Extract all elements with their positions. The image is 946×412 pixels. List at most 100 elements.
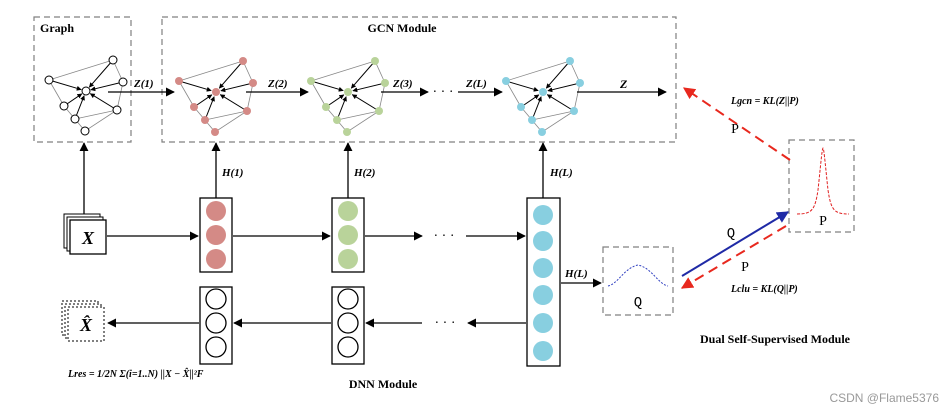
dnn-module-label: DNN Module	[349, 377, 418, 391]
encoder-2-neuron	[338, 249, 358, 269]
label-hL-side: H(L)	[564, 268, 588, 280]
ellipsis-encoder: · · ·	[434, 229, 455, 244]
graph-node	[190, 103, 198, 111]
gcn-graph-1	[175, 57, 257, 136]
x-hat-output-stack: X̂	[61, 300, 105, 342]
graph-edge	[531, 110, 575, 121]
label-q-box: Q	[634, 295, 642, 311]
encoder-1-neuron	[206, 225, 226, 245]
graph-edge	[505, 80, 522, 108]
input-graph	[44, 55, 128, 136]
graph-edge	[204, 110, 248, 121]
graph-edge	[505, 60, 571, 82]
p-to-gcn-arrow	[683, 87, 791, 161]
graph-edge	[178, 80, 195, 108]
graph-node	[502, 77, 510, 85]
graph-edge	[74, 109, 118, 120]
dual-module-label: Dual Self-Supervised Module	[700, 332, 851, 346]
graph-edge	[374, 60, 386, 84]
graph-arrow-edge	[220, 82, 254, 93]
graph-edge	[573, 82, 581, 112]
encoder-1-neuron	[206, 249, 226, 269]
x-input-stack: X	[63, 213, 107, 255]
graph-box	[33, 16, 132, 143]
graph-edge	[310, 80, 327, 108]
graph-edge	[336, 110, 380, 121]
graph-node	[528, 116, 536, 124]
q-distribution-curve	[607, 264, 669, 287]
graph-node	[344, 88, 352, 96]
graph-edge	[346, 110, 380, 133]
decoder-2-neuron	[337, 336, 359, 358]
p-distribution-curve	[796, 147, 850, 215]
graph-arrow-edge	[531, 96, 542, 121]
graph-edge	[214, 110, 248, 133]
graph-node	[81, 86, 91, 96]
label-z3: Z(3)	[392, 78, 413, 90]
graph-arrow-edge	[336, 96, 347, 121]
encoder-L-neuron	[533, 258, 553, 278]
graph-node	[80, 126, 90, 136]
graph-node	[175, 77, 183, 85]
graph-node	[307, 77, 315, 85]
ellipsis-gcn: · · ·	[433, 85, 454, 100]
graph-node	[212, 88, 220, 96]
graph-edge	[48, 79, 65, 107]
graph-node	[118, 77, 128, 87]
q-distribution-box	[602, 246, 674, 316]
graph-arrow-edge	[547, 82, 581, 93]
gcn-module-label: GCN Module	[368, 21, 438, 35]
graph-node	[211, 128, 219, 136]
graph-arrow-edge	[350, 60, 376, 89]
label-hL: H(L)	[549, 167, 573, 179]
p-to-q-arrow	[680, 225, 787, 289]
graph-label: Graph	[40, 21, 74, 35]
q-to-p-arrow	[681, 211, 790, 277]
label-z2: Z(2)	[267, 78, 288, 90]
graph-edge	[246, 82, 254, 112]
graph-arrow-edge	[48, 79, 82, 91]
encoder-L-neuron	[533, 285, 553, 305]
label-z1: Z(1)	[133, 78, 154, 90]
graph-edge	[116, 81, 124, 111]
encoder-1-neuron	[206, 201, 226, 221]
graph-edge	[48, 59, 114, 81]
decoder-1-neuron	[205, 312, 227, 334]
encoder-L-neuron	[533, 313, 553, 333]
p-distribution-box	[788, 139, 855, 233]
label-zL: Z(L)	[465, 78, 487, 90]
gcn-module-box	[161, 16, 677, 143]
decoder-2-neuron	[337, 288, 359, 310]
graph-arrow-edge	[89, 93, 118, 111]
graph-node	[517, 103, 525, 111]
encoder-2-neuron	[338, 225, 358, 245]
graph-node	[371, 57, 379, 65]
graph-node	[201, 116, 209, 124]
l-gcn-formula: Lgcn = KL(Z||P)	[730, 96, 799, 107]
dnn-neurons	[205, 201, 553, 361]
label-q-upper: Q	[727, 226, 735, 242]
graph-arrow-edge	[352, 82, 386, 93]
label-p-upper: P	[731, 122, 739, 137]
graph-node	[70, 114, 80, 124]
encoder-L-neuron	[533, 205, 553, 225]
graph-edge	[84, 109, 118, 132]
label-x: X	[81, 228, 95, 248]
graph-arrow-edge	[88, 59, 114, 88]
graph-node	[239, 57, 247, 65]
label-x-hat: X̂	[79, 315, 93, 335]
graph-node	[576, 79, 584, 87]
label-z: Z	[619, 77, 628, 91]
label-p-box: P	[819, 214, 827, 229]
graph-node	[59, 101, 69, 111]
gcn-graph-L	[502, 57, 584, 136]
graph-glyphs	[44, 55, 584, 136]
graph-edge	[378, 82, 386, 112]
graph-node	[44, 75, 54, 85]
graph-node	[249, 79, 257, 87]
graph-edge	[242, 60, 254, 84]
l-res-formula: Lres = 1/2N Σ(i=1..N) ||X − X̂||²F	[67, 367, 204, 380]
l-clu-formula: Lclu = KL(Q||P)	[730, 284, 798, 295]
encoder-2-neuron	[338, 201, 358, 221]
